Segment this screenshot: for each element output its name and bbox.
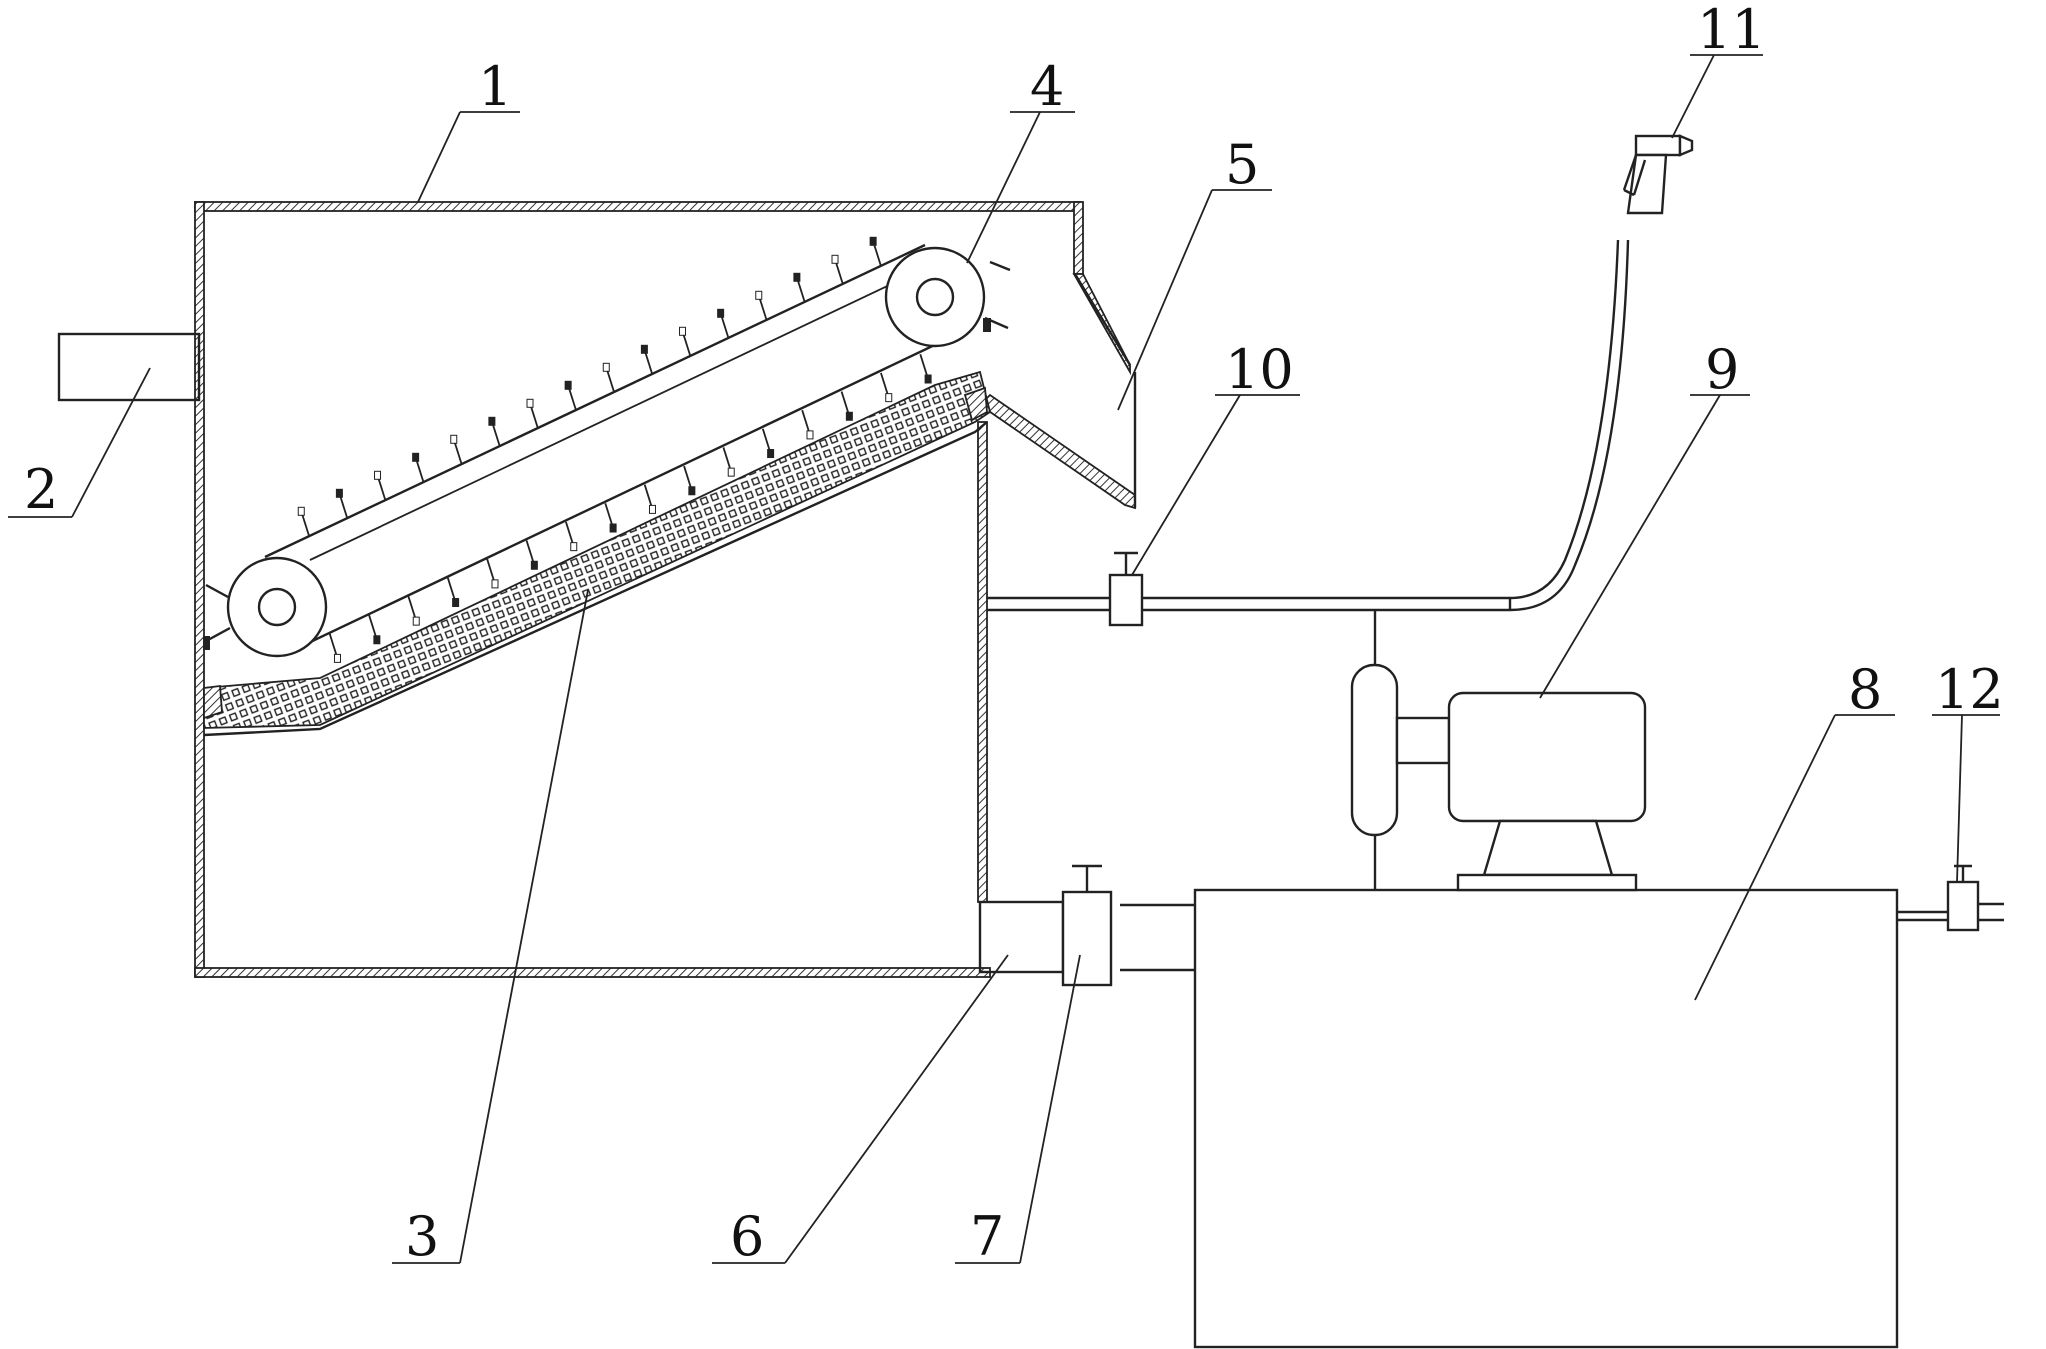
flight-tip [845,411,853,421]
spray-valve [1108,551,1144,627]
flight-tip [885,393,893,403]
flight-tip [688,486,696,496]
flight-tip [373,635,381,645]
outlet-valve [1897,864,2004,932]
label-9: 9 [1705,338,1739,401]
flight-tip [717,308,725,318]
flight-tip [526,398,534,408]
label-7: 7 [970,1205,1004,1268]
flight-tip [924,374,932,384]
flight-tip [333,653,341,663]
flight-tip [564,380,572,390]
label-10: 10 [1225,338,1294,401]
flight-tip [793,272,801,282]
flight-tip [570,542,578,552]
flight-tip [412,452,420,462]
flight-tip [755,290,763,300]
water-tank [1193,888,1899,1349]
flight-tip [491,579,499,589]
flight-tip [727,467,735,477]
label-6: 6 [730,1205,764,1268]
pump-motor [1350,610,1647,892]
flight-tip [488,416,496,426]
flight-tip [679,326,687,336]
label-11: 11 [1697,0,1766,61]
flight-tip [648,504,656,514]
flight-tip [412,616,420,626]
flight-tip [767,449,775,459]
label-2: 2 [24,458,58,521]
label-5: 5 [1225,133,1259,196]
flight-tip [335,488,343,498]
inlet-pipe [57,332,201,402]
flight-tip [452,598,460,608]
flight-tip [831,254,839,264]
chain-conveyor [203,236,1011,663]
tank-body [194,201,1131,978]
drain-valve [1061,864,1113,987]
flight-tip [609,523,617,533]
label-8: 8 [1848,658,1882,721]
label-1: 1 [478,55,512,118]
label-3: 3 [405,1205,439,1268]
label-12: 12 [1935,658,2004,721]
filter-screen [203,370,992,737]
flight-tip [450,434,458,444]
label-4: 4 [1030,55,1064,118]
flight-tip [374,470,382,480]
flight-tip [640,344,648,354]
flight-tip [297,506,305,516]
flight-tip [530,560,538,570]
flight-tip [602,362,610,372]
leader-lines [8,54,2000,1264]
spray-line [987,239,1630,612]
spray-gun [1622,134,1694,215]
flight-tip [806,430,814,440]
discharge-chute [978,273,1137,510]
flight-tip [869,236,877,246]
